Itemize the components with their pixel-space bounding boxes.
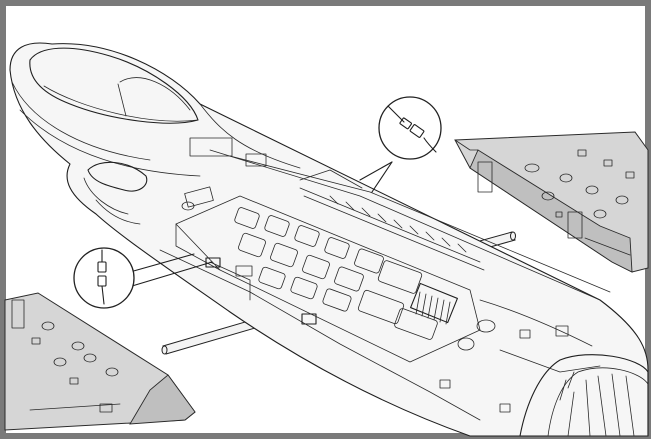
equipment-bay-cells <box>234 207 438 340</box>
connector-callout-top <box>359 96 442 193</box>
plug-connector-icon <box>97 249 107 305</box>
louvre-strip <box>299 187 485 271</box>
plug-connector-icon <box>387 105 437 153</box>
left-wing-panel <box>4 292 196 431</box>
connector-clip-front <box>205 257 221 268</box>
right-wing-panel <box>454 131 649 273</box>
connector-clip-rear <box>301 313 317 325</box>
vent-grille <box>410 282 458 325</box>
engine-nozzle <box>519 354 649 437</box>
fuselage <box>9 42 649 437</box>
connector-callout-left <box>73 247 213 309</box>
